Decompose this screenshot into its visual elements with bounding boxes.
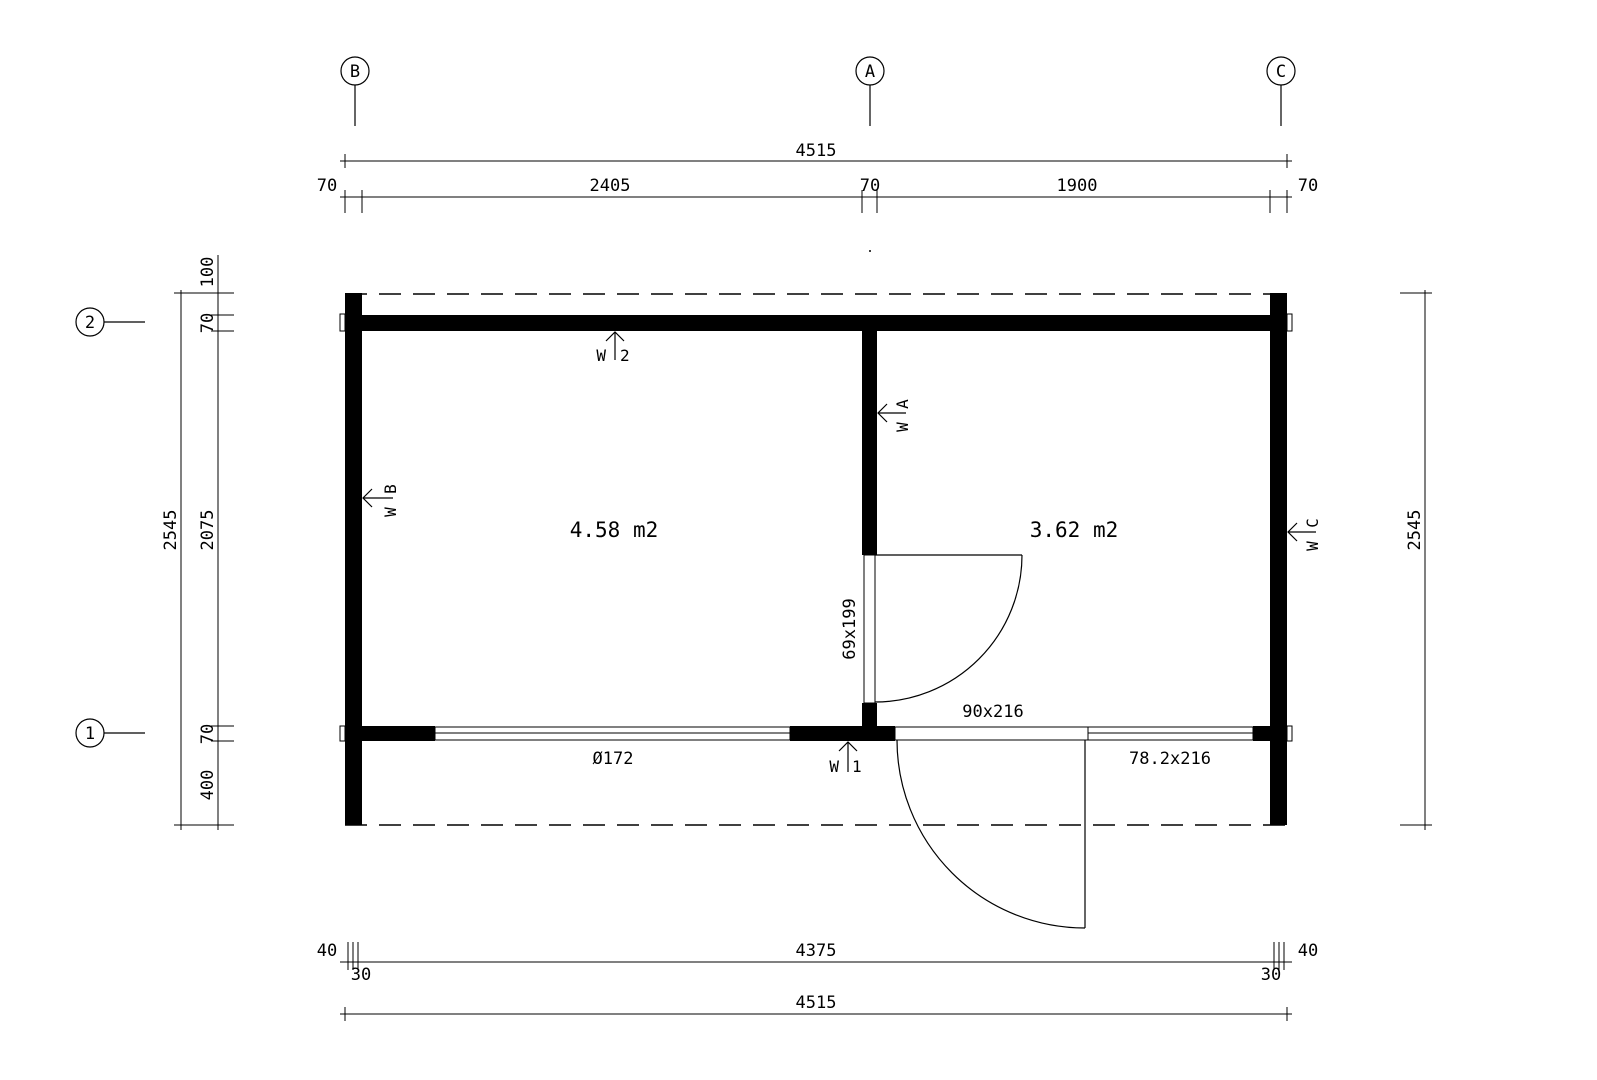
wall-marker-middle: W A — [877, 399, 912, 432]
wall-left — [345, 293, 362, 825]
grid-axis-label-b: B — [350, 62, 360, 82]
grid-axis-label-1: 1 — [85, 724, 95, 744]
grid-axis-1: 1 — [75, 718, 145, 748]
wall-marker-bottom-prefix: W — [829, 757, 839, 776]
dim-left-top-wall: 70 — [198, 313, 218, 333]
dim-bottom-left-40: 40 — [317, 941, 337, 961]
wall-marker-bottom-id: 1 — [852, 757, 862, 776]
wall-marker-bottom: W 1 — [829, 741, 862, 776]
wall-top — [345, 315, 1287, 331]
dim-top-overall: 4515 — [796, 141, 837, 161]
walls — [339, 293, 1293, 825]
wall-marker-top-prefix: W — [596, 346, 606, 365]
stray-dot — [869, 250, 871, 252]
top-dimension-chain: 4515 70 2405 70 1900 70 — [317, 141, 1318, 213]
grid-axis-a: A — [855, 56, 885, 126]
dim-bottom-inner: 4375 — [796, 941, 837, 961]
inner-door: 69x199 — [840, 554, 1023, 704]
room-right-area: 3.62 m2 — [1030, 518, 1119, 542]
window-right — [1087, 726, 1254, 741]
dim-left-bottom-wall: 70 — [198, 724, 218, 744]
right-window-size-label: 78.2x216 — [1129, 749, 1211, 769]
dim-bottom-right-30: 30 — [1261, 965, 1281, 985]
wall-bottom-segment-1 — [345, 726, 435, 741]
roof-overhang-outline — [345, 293, 1287, 826]
front-door-size-label: 90x216 — [962, 702, 1023, 722]
left-window-size-label: Ø172 — [593, 749, 634, 769]
dim-left-overall: 2545 — [161, 510, 181, 551]
dim-left-top-overhang: 100 — [198, 257, 218, 288]
dim-bottom-overall: 4515 — [796, 993, 837, 1013]
wall-marker-right: W C — [1287, 518, 1322, 551]
grid-axis-c: C — [1266, 56, 1296, 126]
dim-top-left-end: 70 — [317, 176, 337, 196]
dim-left-bottom-overhang: 400 — [198, 770, 218, 801]
grid-axis-2: 2 — [75, 307, 145, 337]
dim-bottom-right-40: 40 — [1298, 941, 1318, 961]
left-dimension-chain: 2545 100 70 2075 70 400 — [161, 255, 234, 830]
room-left-area: 4.58 m2 — [570, 518, 659, 542]
dim-top-segment-2: 1900 — [1057, 176, 1098, 196]
wall-marker-left-prefix: W — [381, 507, 400, 517]
wall-marker-middle-prefix: W — [893, 422, 912, 432]
wall-marker-middle-id: A — [893, 399, 912, 409]
grid-axis-label-c: C — [1276, 62, 1286, 82]
dim-right-overall: 2545 — [1405, 510, 1425, 551]
wall-bottom-segment-3 — [1253, 726, 1287, 741]
wall-marker-right-id: C — [1303, 518, 1322, 528]
wall-marker-left: W B — [362, 484, 400, 517]
grid-axis-b: B — [340, 56, 370, 126]
wall-marker-top-id: 2 — [620, 346, 630, 365]
inner-door-size-label: 69x199 — [840, 598, 860, 659]
grid-axis-label-2: 2 — [85, 313, 95, 333]
bottom-dimension-chain: 40 30 4375 40 30 4515 — [317, 941, 1318, 1021]
grid-axis-label-a: A — [865, 62, 875, 82]
window-left — [434, 726, 791, 741]
dim-top-right-end: 70 — [1298, 176, 1318, 196]
wall-bottom-segment-2 — [790, 726, 895, 741]
right-dimension-chain: 2545 — [1400, 290, 1432, 830]
front-door-opening — [894, 726, 1089, 741]
wall-right — [1270, 293, 1287, 825]
wall-partition-upper — [862, 331, 877, 555]
wall-marker-right-prefix: W — [1303, 541, 1322, 551]
dim-top-middle: 70 — [860, 176, 880, 196]
wall-marker-left-id: B — [381, 484, 400, 494]
front-door: 90x216 — [896, 702, 1086, 929]
dim-top-segment-1: 2405 — [590, 176, 631, 196]
wall-marker-top: W 2 — [596, 331, 630, 365]
dim-left-inner: 2075 — [198, 510, 218, 551]
dim-bottom-left-30: 30 — [351, 965, 371, 985]
